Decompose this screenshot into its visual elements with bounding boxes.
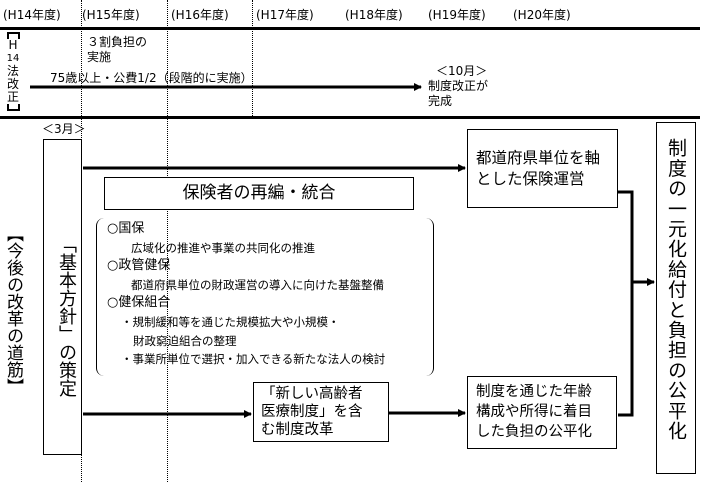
basic-policy-box: 「基本方針」の策定 — [43, 139, 82, 455]
bracket-open — [6, 32, 20, 39]
header-divider — [0, 27, 700, 30]
box-line: む制度改革 — [261, 422, 334, 438]
completion-month: ＜10月＞ — [436, 64, 488, 78]
burden-equity-box: 制度を通じた年齢 構成や所得に着目 した負担の公平化 — [467, 376, 617, 449]
box-line: 医療制度」を含 — [261, 404, 363, 420]
label-char: H — [8, 38, 18, 52]
year-h15: (H15年度) — [82, 8, 140, 22]
item-detail: 財政窮迫組合の整理 — [133, 333, 237, 348]
roadmap-label-text: 【今後の改革の道筋】 — [3, 225, 23, 395]
bracket-right — [425, 218, 434, 376]
year-h17: (H17年度) — [256, 8, 314, 22]
note-line: 実施 — [87, 50, 112, 64]
year-separator — [252, 0, 253, 118]
box-line: 「新しい高齢者 — [261, 386, 363, 402]
insurer-reorg-title: 保険者の再編・統合 — [104, 177, 414, 210]
completion-line: 完成 — [428, 94, 453, 108]
prefecture-operation-box: 都道府県単位を軸 とした保険運営 — [467, 129, 618, 208]
item-detail: 広域化の推進や事業の共同化の推進 — [131, 240, 315, 255]
box-line: 構成や所得に着目 — [476, 404, 592, 420]
box-line: とした保険運営 — [476, 170, 585, 188]
item-seikan: ○政管健保 — [107, 258, 171, 274]
year-h18: (H18年度) — [345, 8, 403, 22]
future-roadmap-label: 【今後の改革の道筋】 — [3, 225, 26, 395]
box-line: した負担の公平化 — [476, 424, 592, 440]
thirty-percent-note: ３割負担の 実施 — [87, 35, 147, 65]
completion-note: ＜10月＞ 制度改正が 完成 — [428, 64, 488, 109]
label-char: 正 — [6, 90, 19, 104]
item-kokuho: ○国保 — [107, 221, 145, 236]
elderly-care-reform-box: 「新しい高齢者 医療制度」を含 む制度改革 — [253, 382, 389, 442]
item-detail: 都道府県単位の財政運営の導入に向けた基盤整備 — [131, 277, 384, 292]
box-line: 都道府県単位を軸 — [476, 149, 601, 167]
h14-reform-label: H 14 法 改 正 — [5, 32, 21, 111]
section-divider — [0, 116, 700, 119]
basic-policy-month: ＜3月＞ — [42, 122, 86, 136]
year-h14: (H14年度) — [3, 8, 61, 22]
insurer-reform-list: ○国保 広域化の推進や事業の共同化の推進 ○政管健保 都道府県単位の財政運営の導… — [96, 218, 434, 378]
label-char: 法 — [6, 64, 19, 78]
year-h16: (H16年度) — [171, 8, 229, 22]
item-kenpo: ○健保組合 — [107, 295, 171, 311]
basic-policy-text: 「基本方針」の策定 — [56, 235, 77, 397]
box-line: 制度を通じた年齢 — [476, 384, 592, 400]
year-h20: (H20年度) — [513, 8, 571, 22]
label-char: 改 — [6, 77, 19, 91]
completion-line: 制度改正が — [428, 79, 489, 93]
goal-text: 制度の一元化給付と負担の公平化 — [665, 138, 687, 441]
year-separator — [167, 0, 168, 482]
item-bullet: ・規制緩和等を通じた規模拡大や小規模・ — [121, 314, 340, 329]
elderly-phase-label: 75歳以上・公費1/2（段階的に実施） — [50, 71, 253, 85]
year-h19: (H19年度) — [428, 8, 486, 22]
note-line: ３割負担の — [87, 35, 148, 49]
item-bullet: ・事業所単位で選択・加入できる新たな法人の検討 — [121, 352, 386, 367]
bracket-left — [96, 218, 105, 376]
goal-box: 制度の一元化給付と負担の公平化 — [656, 122, 696, 474]
bracket-close — [6, 104, 20, 111]
merge-connector — [618, 190, 634, 417]
label-char: 14 — [6, 53, 20, 64]
